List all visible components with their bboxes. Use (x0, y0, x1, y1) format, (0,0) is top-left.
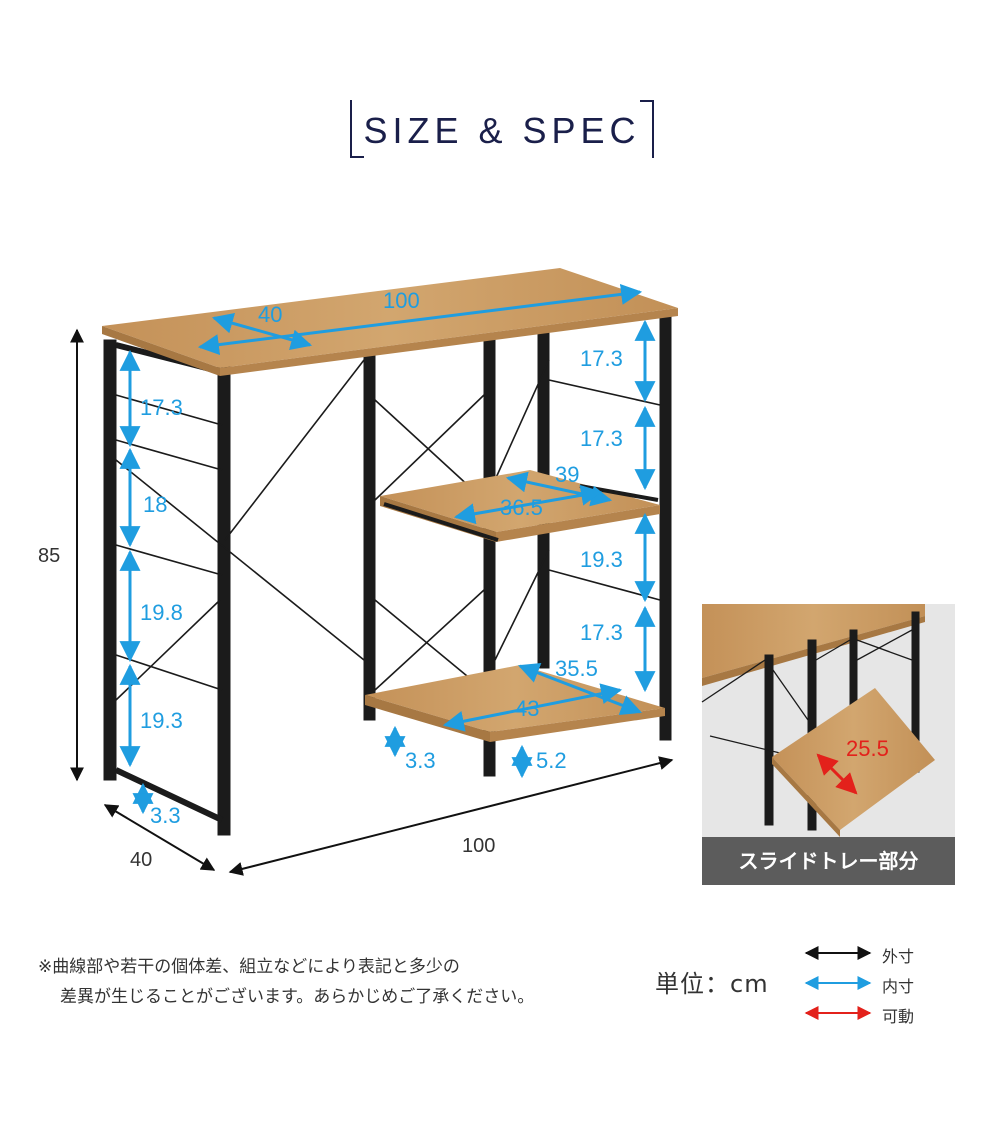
legend-movable: 可動 (800, 1000, 960, 1030)
page-title: SIZE & SPEC (363, 110, 641, 151)
outer-dimension-arrows (70, 328, 674, 876)
shelf-bottom-gap: 5.2 (536, 748, 567, 773)
outer-depth-label: 40 (130, 849, 152, 871)
note-line-1: ※曲線部や若干の個体差、組立などにより表記と多少の (38, 957, 460, 977)
shelf-depth: 35.5 (555, 656, 598, 681)
left-gap-4: 19.3 (140, 708, 183, 733)
outer-height-label: 85 (38, 545, 60, 567)
legend-outer: 外寸 (800, 940, 960, 970)
top-width-label: 100 (383, 288, 420, 313)
left-gap-2: 18 (143, 492, 167, 517)
inset-photo: 25.5 (701, 604, 955, 837)
shelf-foot: 3.3 (405, 748, 436, 773)
title-frame: SIZE & SPEC (350, 100, 654, 158)
blue-arrow-icon (804, 976, 872, 990)
outer-width-label: 100 (462, 835, 495, 857)
desk-frame (103, 315, 672, 836)
left-foot: 3.3 (150, 803, 181, 828)
inset-caption-bar: スライドトレー部分 (702, 837, 955, 885)
arrow-legend: 外寸 内寸 可動 (800, 940, 960, 1030)
right-gap-1: 17.3 (580, 346, 623, 371)
top-depth-label: 40 (258, 302, 282, 327)
legend-movable-label: 可動 (882, 1007, 915, 1026)
note-line-2: 差異が生じることがございます。あらかじめご了承ください。 (60, 987, 535, 1007)
red-arrow-icon (804, 1006, 872, 1020)
black-arrow-icon (804, 946, 872, 960)
inner-dimension-arrows (119, 283, 656, 815)
right-gap-3: 19.3 (580, 547, 623, 572)
legend-inner-label: 内寸 (882, 977, 915, 996)
legend-inner: 内寸 (800, 970, 960, 1000)
right-gap-2: 17.3 (580, 426, 623, 451)
shelf-width: 43 (515, 696, 539, 721)
unit-label: 単位：cm (655, 970, 769, 998)
inset-travel-label: 25.5 (846, 736, 889, 761)
disclaimer-note: ※曲線部や若干の個体差、組立などにより表記と多少の 差異が生じることがございます… (38, 952, 534, 1012)
tray-inner: 36.5 (500, 495, 543, 520)
right-gap-4: 17.3 (580, 620, 623, 645)
tray-outer: 39 (555, 462, 579, 487)
legend-outer-label: 外寸 (882, 947, 915, 966)
inset-caption: スライドトレー部分 (738, 849, 919, 873)
left-gap-3: 19.8 (140, 600, 183, 625)
left-gap-1: 17.3 (140, 395, 183, 420)
